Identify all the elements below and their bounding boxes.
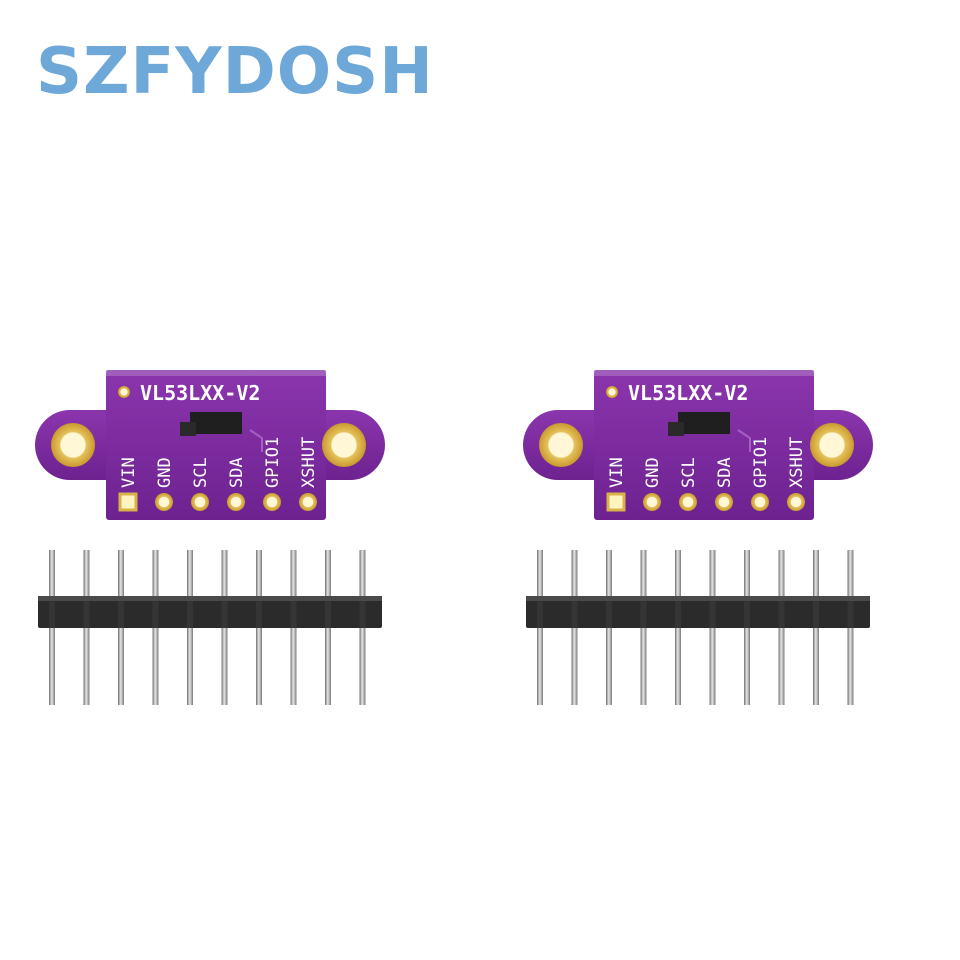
pin-label-sda: SDA bbox=[227, 457, 247, 488]
pin-label-gnd: GND bbox=[155, 457, 175, 488]
sensor-chip-icon bbox=[678, 412, 730, 434]
board-model-label: VL53LXX-V2 bbox=[628, 381, 748, 405]
pin-pad bbox=[299, 493, 317, 511]
pin-label-sda: SDA bbox=[715, 457, 735, 488]
mounting-hole bbox=[810, 423, 854, 467]
pin-pad bbox=[679, 493, 697, 511]
pin-pad bbox=[643, 493, 661, 511]
sensor-chip-icon bbox=[190, 412, 242, 434]
brand-logo: SZFYDOSH bbox=[36, 35, 434, 109]
mounting-hole bbox=[539, 423, 583, 467]
pin-pad bbox=[227, 493, 245, 511]
pcb-body bbox=[106, 370, 326, 520]
mounting-hole bbox=[51, 423, 95, 467]
pin-pad bbox=[787, 493, 805, 511]
pin-label-gnd: GND bbox=[643, 457, 663, 488]
pin-label-vin: VIN bbox=[607, 457, 627, 488]
pin-label-xshut: XSHUT bbox=[787, 437, 807, 488]
pin-label-gpio1: GPIO1 bbox=[263, 437, 283, 488]
pcb-body bbox=[594, 370, 814, 520]
pin-label-xshut: XSHUT bbox=[299, 437, 319, 488]
pin-pad bbox=[191, 493, 209, 511]
pin-pad bbox=[606, 492, 626, 512]
pin-header-1 bbox=[38, 550, 382, 705]
pin-label-gpio1: GPIO1 bbox=[751, 437, 771, 488]
pin-label-scl: SCL bbox=[679, 457, 699, 488]
pin-pad bbox=[751, 493, 769, 511]
board-model-label: VL53LXX-V2 bbox=[140, 381, 260, 405]
pin-header-2 bbox=[526, 550, 870, 705]
pin-pad bbox=[118, 492, 138, 512]
pin-pad bbox=[263, 493, 281, 511]
mounting-hole bbox=[322, 423, 366, 467]
pin-pad bbox=[155, 493, 173, 511]
pin-label-vin: VIN bbox=[119, 457, 139, 488]
pin-label-scl: SCL bbox=[191, 457, 211, 488]
pin-pad bbox=[715, 493, 733, 511]
